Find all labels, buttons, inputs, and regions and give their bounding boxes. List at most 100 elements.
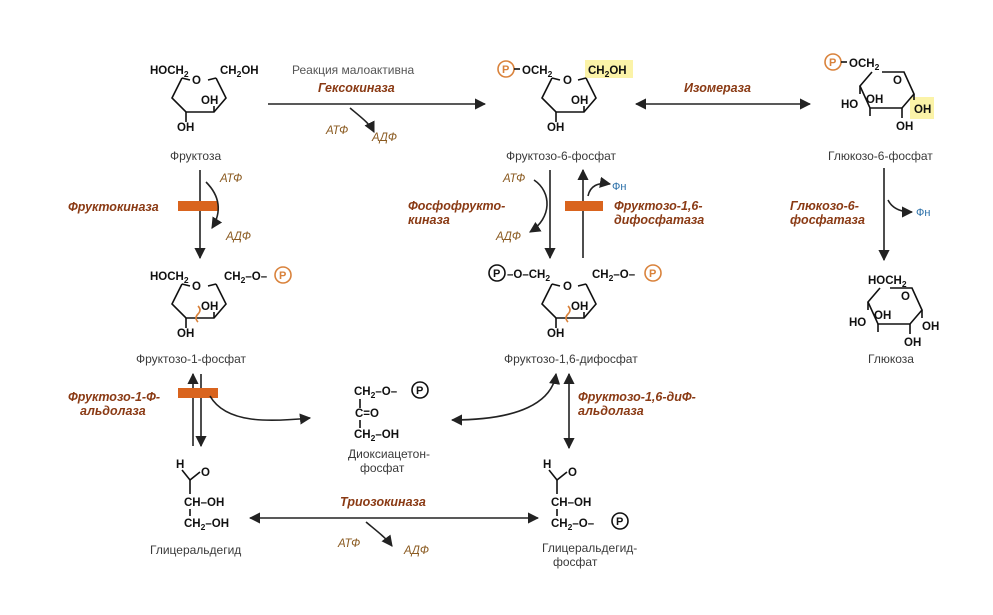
svg-text:OH: OH — [547, 328, 564, 340]
svg-text:OH: OH — [904, 337, 921, 349]
svg-text:O: O — [192, 75, 201, 87]
f1p-structure: HOCH2 CH2–O– P O OH OH — [150, 266, 292, 340]
svg-text:O: O — [568, 467, 577, 479]
svg-text:O: O — [563, 281, 572, 293]
svg-text:CH2–O–: CH2–O– — [354, 386, 398, 400]
svg-text:P: P — [493, 268, 500, 280]
dhap-structure: CH2–O– P C=O CH2–OH — [354, 381, 429, 443]
svg-text:OH: OH — [571, 95, 588, 107]
g3p-structure: H O CH–OH CH2–O– P — [543, 459, 629, 532]
glyceraldehyde-structure: H O CH–OH CH2–OH — [176, 459, 229, 532]
svg-text:OCH2: OCH2 — [522, 65, 553, 79]
svg-text:CH2–O–: CH2–O– — [551, 518, 595, 532]
glyceraldehyde-label: Глицеральдегид — [150, 543, 241, 557]
triokinase-atp-curve — [365, 521, 393, 547]
f1p-to-dhap-arrow — [209, 395, 312, 425]
fructokinase-atp-curve — [205, 181, 223, 229]
low-activity-note: Реакция малоактивна — [292, 63, 414, 77]
f1p-aldolase-label-1: Фруктозо-1-Ф- — [68, 390, 160, 404]
fbpase-label-2: дифосфатаза — [614, 213, 704, 227]
svg-text:CH2OH: CH2OH — [588, 65, 627, 79]
pfk-atp: АТФ — [502, 173, 525, 185]
triokinase-atp: АТФ — [337, 538, 360, 550]
svg-text:OCH2: OCH2 — [849, 58, 880, 72]
svg-text:HO: HO — [841, 99, 858, 111]
fructokinase-atp: АТФ — [219, 173, 242, 185]
fructokinase-label: Фруктокиназа — [68, 200, 159, 214]
fbpase-pi: Фн — [612, 181, 626, 193]
g6pase-label-2: фосфатаза — [790, 213, 865, 227]
f16bp-dhap-arrow — [450, 372, 561, 426]
fbp-aldolase-label-2: альдолаза — [578, 404, 644, 418]
svg-text:CH–OH: CH–OH — [184, 497, 224, 509]
g6pase-pi-curve — [887, 199, 914, 218]
f16bp-label: Фруктозо-1,6-дифосфат — [504, 352, 638, 366]
pfk-adp: АДФ — [495, 231, 521, 243]
svg-text:P: P — [616, 516, 623, 528]
svg-text:P: P — [502, 64, 509, 76]
hexokinase-atp: АТФ — [325, 125, 348, 137]
svg-text:OH: OH — [177, 328, 194, 340]
svg-text:HOCH2: HOCH2 — [868, 275, 907, 289]
svg-text:CH2–O–: CH2–O– — [592, 269, 636, 283]
g3p-label-1: Глицеральдегид- — [542, 541, 637, 555]
svg-text:OH: OH — [177, 122, 194, 134]
svg-text:CH–OH: CH–OH — [551, 497, 591, 509]
fructokinase-block — [178, 201, 218, 211]
g3p-label-2: фосфат — [553, 555, 598, 569]
svg-text:OH: OH — [914, 104, 931, 116]
svg-text:P: P — [416, 385, 423, 397]
fbpase-block — [565, 201, 603, 211]
svg-text:H: H — [543, 459, 551, 471]
fbp-aldolase-label-1: Фруктозо-1,6-диФ- — [578, 390, 696, 404]
g6p-structure: P OCH2 O HO OH OH OH — [824, 53, 934, 133]
f16bp-structure: P –O–CH2 CH2–O– P O OH OH — [488, 264, 662, 340]
f1p-aldolase-block — [178, 388, 218, 398]
hexokinase-atp-curve — [349, 107, 375, 134]
svg-text:HOCH2: HOCH2 — [150, 65, 189, 79]
f1p-label: Фруктозо-1-фосфат — [136, 352, 246, 366]
svg-text:OH: OH — [922, 321, 939, 333]
fructose-structure: HOCH2 CH2OH O OH OH — [150, 65, 259, 134]
svg-text:O: O — [201, 467, 210, 479]
svg-text:OH: OH — [547, 122, 564, 134]
g6p-label: Глюкозо-6-фосфат — [828, 149, 933, 163]
hexokinase-adp: АДФ — [371, 132, 397, 144]
glucose-label: Глюкоза — [868, 352, 914, 366]
f6p-highlight — [585, 60, 633, 78]
svg-text:OH: OH — [571, 301, 588, 313]
svg-text:OH: OH — [874, 310, 891, 322]
g6pase-label-1: Глюкозо-6- — [790, 199, 859, 213]
triokinase-label: Триозокиназа — [340, 495, 426, 509]
f6p-structure: P OCH2 CH2OH O OH OH — [497, 60, 633, 134]
svg-text:–O–CH2: –O–CH2 — [507, 269, 550, 283]
svg-text:O: O — [901, 291, 910, 303]
svg-text:P: P — [829, 57, 836, 69]
svg-text:CH2OH: CH2OH — [220, 65, 259, 79]
isomerase-label: Изомераза — [684, 81, 751, 95]
svg-text:C=O: C=O — [355, 408, 379, 420]
fbpase-pi-curve — [587, 176, 612, 197]
pfk-atp-curve — [529, 179, 548, 233]
fbpase-label-1: Фруктозо-1,6- — [614, 199, 703, 213]
svg-text:HO: HO — [849, 317, 866, 329]
svg-text:O: O — [563, 75, 572, 87]
svg-text:CH2–OH: CH2–OH — [354, 429, 399, 443]
f6p-label: Фруктозо-6-фосфат — [506, 149, 616, 163]
fructokinase-adp: АДФ — [225, 231, 251, 243]
svg-text:P: P — [649, 268, 656, 280]
svg-text:CH2–O–: CH2–O– — [224, 271, 268, 285]
svg-text:OH: OH — [896, 121, 913, 133]
svg-text:OH: OH — [201, 95, 218, 107]
fructose-label: Фруктоза — [170, 149, 221, 163]
svg-text:H: H — [176, 459, 184, 471]
g6p-highlight — [910, 97, 934, 119]
hexokinase-label: Гексокиназа — [318, 81, 395, 95]
svg-text:O: O — [192, 281, 201, 293]
svg-text:OH: OH — [866, 94, 883, 106]
svg-text:CH2–OH: CH2–OH — [184, 518, 229, 532]
pfk-label-2: киназа — [408, 213, 450, 227]
svg-text:P: P — [279, 270, 286, 282]
dhap-label-2: фосфат — [360, 461, 405, 475]
